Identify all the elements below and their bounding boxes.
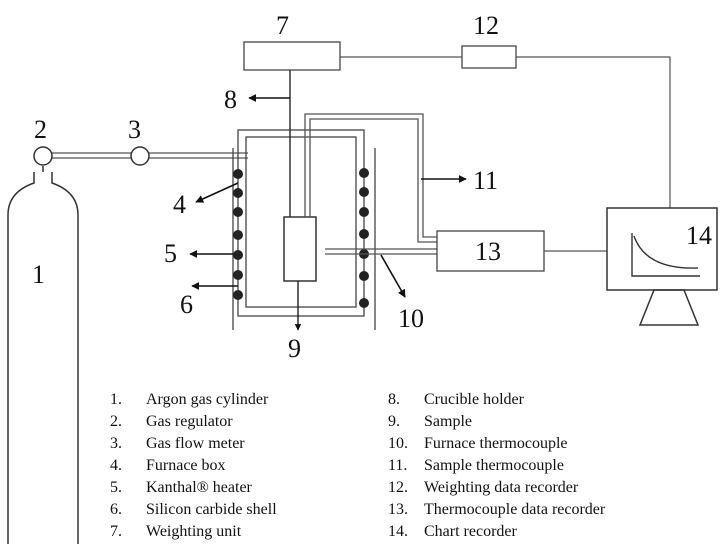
legend-text: Furnace thermocouple xyxy=(424,435,568,452)
sample-thermocouple xyxy=(304,113,437,243)
gas-regulator xyxy=(33,146,53,166)
legend-text: Weighting unit xyxy=(146,523,242,540)
legend-num: 14. xyxy=(388,523,408,540)
legend-num: 9. xyxy=(388,413,400,430)
thermocouple-data-recorder xyxy=(436,230,545,272)
label-10: 10 xyxy=(398,304,424,333)
furnace-box xyxy=(232,129,376,330)
legend-num: 8. xyxy=(388,391,400,408)
legend-num: 12. xyxy=(388,479,408,496)
gas-supply-line xyxy=(52,152,248,159)
label-7: 7 xyxy=(276,11,289,40)
legend-text: Gas flow meter xyxy=(146,435,245,452)
legend-text: Weighting data recorder xyxy=(424,479,579,496)
legend-num: 10. xyxy=(388,435,408,452)
sample xyxy=(283,216,317,282)
legend-column-1: 1. Argon gas cylinder 2. Gas regulator 3… xyxy=(110,391,277,540)
label-13: 13 xyxy=(475,237,501,266)
label-11: 11 xyxy=(473,166,498,195)
label-1: 1 xyxy=(32,260,45,289)
legend-text: Sample xyxy=(424,413,472,430)
legend-text: Argon gas cylinder xyxy=(146,391,269,408)
legend-num: 11. xyxy=(388,457,407,474)
legend-text: Crucible holder xyxy=(424,391,525,408)
weighting-data-recorder xyxy=(461,45,517,69)
label-5: 5 xyxy=(164,239,177,268)
chart-recorder xyxy=(606,207,718,326)
label-8: 8 xyxy=(224,85,237,114)
legend-text: Chart recorder xyxy=(424,523,518,540)
label-12: 12 xyxy=(473,11,499,40)
signal-wires xyxy=(340,56,671,252)
legend-num: 5. xyxy=(110,479,122,496)
label-4: 4 xyxy=(173,190,186,219)
label-3: 3 xyxy=(128,115,141,144)
legend-column-2: 8. Crucible holder 9. Sample 10. Furnace… xyxy=(388,391,606,540)
gas-flow-meter xyxy=(130,146,150,166)
label-9: 9 xyxy=(288,334,301,363)
legend-num: 4. xyxy=(110,457,122,474)
legend-text: Thermocouple data recorder xyxy=(424,501,606,518)
label-6: 6 xyxy=(180,290,193,319)
legend-num: 3. xyxy=(110,435,122,452)
chart-recorder-curve xyxy=(631,233,700,277)
label-2: 2 xyxy=(34,115,47,144)
legend-num: 13. xyxy=(388,501,408,518)
label-14: 14 xyxy=(686,221,712,250)
legend-text: Silicon carbide shell xyxy=(146,501,277,518)
furnace-thermocouple xyxy=(325,248,437,255)
pointer-arrows xyxy=(189,94,467,298)
legend-text: Gas regulator xyxy=(146,413,233,430)
legend-num: 2. xyxy=(110,413,122,430)
argon-gas-cylinder xyxy=(7,172,79,544)
kanthal-heater xyxy=(233,168,369,308)
legend-num: 6. xyxy=(110,501,122,518)
legend-num: 7. xyxy=(110,523,122,540)
legend-text: Kanthal® heater xyxy=(146,479,253,496)
legend-text: Sample thermocouple xyxy=(424,457,564,474)
legend-text: Furnace box xyxy=(146,457,226,474)
legend-num: 1. xyxy=(110,391,122,408)
weighting-unit xyxy=(243,41,341,71)
